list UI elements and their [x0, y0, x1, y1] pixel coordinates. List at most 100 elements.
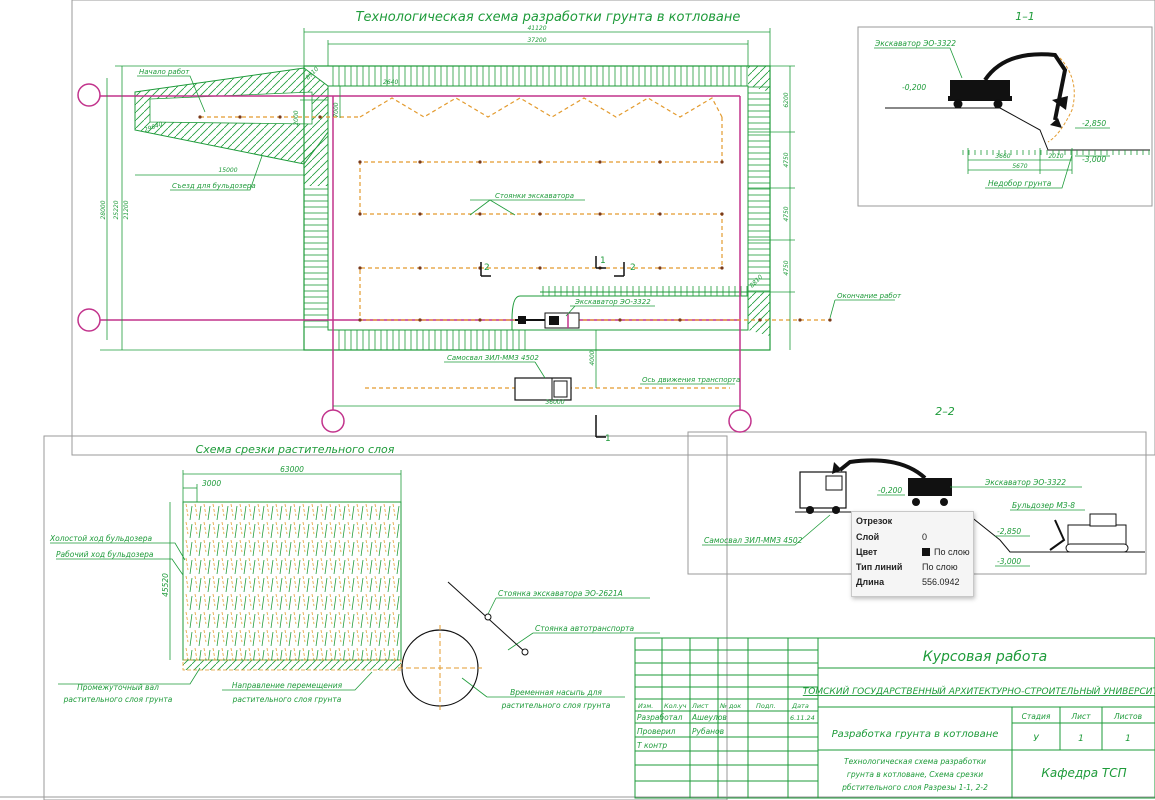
props-key-linetype: Тип линий — [856, 562, 903, 572]
props-value-linetype: По слою — [922, 562, 958, 572]
label-truck: Самосвал ЗИЛ-ММЗ 4502 — [447, 354, 539, 362]
tb-h-data: Дата — [791, 702, 809, 710]
dim-right2: 4750 — [783, 152, 790, 167]
dim-total-top: 41120 — [527, 25, 546, 32]
section-mark-1-bottom: 1 — [605, 434, 611, 444]
tb-stage: У — [1033, 734, 1039, 744]
label-end: Окончание работ — [837, 292, 902, 300]
topsoil-berm-2: растительного слоя грунта — [63, 695, 173, 704]
section-11-excavator: Экскаватор ЭО-3322 — [874, 39, 956, 48]
label-ramp: Съезд для бульдозера — [172, 182, 256, 190]
section-22-level-mid: -2,850 — [997, 527, 1021, 536]
dim-slope1: 7000 — [333, 102, 340, 117]
tb-h-podp: Подп. — [756, 702, 776, 710]
dim-right3: 4750 — [783, 206, 790, 221]
section-11-dim-c: 5670 — [1012, 163, 1027, 170]
topsoil-idle: Холостой ход бульдозера — [49, 534, 152, 543]
bulldozer-22-icon — [1049, 513, 1129, 553]
topsoil-strip: 3000 — [202, 479, 221, 488]
tb-row1-date: 6.11.24 — [790, 714, 815, 722]
dim-ramp: 15000 — [218, 167, 237, 174]
section-2-2: 2–2 Экскаватор ЭО-33 — [702, 405, 1145, 567]
topsoil-title: Схема срезки растительного слоя — [196, 443, 395, 456]
tb-h-kol: Кол.уч — [664, 702, 687, 710]
section-22-level-bot: -3,000 — [997, 557, 1021, 566]
section-22-truck: Самосвал ЗИЛ-ММЗ 4502 — [704, 536, 803, 545]
tb-desc-1: Технологическая схема разработки — [844, 757, 986, 766]
dim-right4: 4750 — [783, 260, 790, 275]
section-mark-1-top: 1 — [600, 256, 606, 266]
tb-sheet: 1 — [1078, 734, 1084, 744]
label-excavator: Экскаватор ЭО-3322 — [574, 298, 651, 306]
dim-slope2: 2000 — [293, 110, 300, 125]
section-11-level-bot: -3,000 — [1082, 155, 1106, 164]
section-1-1: 1–1 Экскаватор ЭО-3322 -0,200 -2,850 -3,… — [874, 10, 1150, 189]
label-start: Начало работ — [139, 68, 190, 76]
props-value-length: 556.0942 — [922, 577, 960, 587]
tb-row2-name: Рубанов — [692, 727, 724, 736]
section-11-undercut: Недобор грунта — [988, 179, 1052, 188]
tb-work-title: Разработка грунта в котловане — [832, 728, 999, 740]
section-11-dim-a: 3660 — [995, 153, 1010, 160]
dim-left-total: 28000 — [100, 200, 107, 219]
tb-row1-name: Ашеулов — [691, 713, 727, 722]
excavation-plan: 41120 37200 15000 36000 2640 28000 25220… — [77, 25, 902, 444]
section-22-excavator: Экскаватор ЭО-3322 — [984, 478, 1066, 487]
props-value-color: По слою — [934, 547, 970, 557]
topsoil-park-truck: Стоянка автотранспорта — [535, 624, 634, 633]
label-parking: Стоянки экскаватора — [495, 192, 574, 200]
topsoil-berm-1: Промежуточный вал — [77, 683, 159, 692]
tb-sheets-h: Листов — [1113, 712, 1142, 721]
tb-desc-2: грунта в котловане, Схема срезки — [847, 770, 983, 779]
dim-slope3: 2640 — [383, 79, 398, 86]
section-11-dim-b: 2010 — [1048, 153, 1063, 160]
tb-h-list: Лист — [691, 702, 709, 710]
tb-sheets: 1 — [1125, 734, 1131, 744]
dim-left-inner2: 21200 — [123, 200, 130, 219]
dim-right1: 6200 — [783, 92, 790, 107]
section-22-level-top: -0,200 — [878, 486, 902, 495]
section-11-title: 1–1 — [1015, 10, 1035, 23]
label-axis: Ось движения транспорта — [642, 376, 740, 384]
properties-panel: Отрезок Слой 0 Цвет По слою Тип линий По сл… — [851, 511, 974, 597]
props-key-color: Цвет — [856, 547, 878, 557]
topsoil-dir-2: растительного слоя грунта — [232, 695, 342, 704]
section-11-level-mid: -2,850 — [1082, 119, 1106, 128]
topsoil-temp-2: растительного слоя грунта — [501, 701, 611, 710]
dim-inner-top: 37200 — [527, 37, 546, 44]
tb-h-izm: Изм. — [638, 702, 653, 710]
section-mark-2-left: 2 — [484, 263, 490, 273]
truck-plan-icon — [514, 377, 572, 401]
props-key-length: Длина — [856, 577, 885, 587]
truck-22-icon — [799, 471, 847, 514]
topsoil-scheme: Схема срезки растительного слоя 63000 30… — [49, 443, 660, 711]
tb-desc-3: рбстительного слоя Разрезы 1-1, 2-2 — [841, 783, 988, 792]
topsoil-temp-1: Временная насыпь для — [510, 688, 602, 697]
tb-university: ТОМСКИЙ ГОСУДАРСТВЕННЫЙ АРХИТЕКТУРНО-СТР… — [803, 685, 1155, 697]
excavator-plan-icon — [515, 312, 580, 329]
dim-bottom: 36000 — [545, 399, 564, 406]
topsoil-park-exc: Стоянка экскаватора ЭО-2621А — [498, 589, 623, 598]
props-title: Отрезок — [856, 516, 893, 526]
title-block: Курсовая работа ТОМСКИЙ ГОСУДАРСТВЕННЫЙ … — [634, 637, 1155, 799]
tb-sheet-h: Лист — [1070, 712, 1091, 721]
excavator-22-icon — [832, 458, 952, 506]
dim-left-inner1: 25220 — [113, 200, 120, 219]
section-11-level-top: -0,200 — [902, 83, 926, 92]
tb-h-ndok: № док — [719, 702, 741, 710]
tb-row3-role: Т контр — [637, 741, 667, 750]
section-mark-2-right: 2 — [630, 263, 636, 273]
tb-stage-h: Стадия — [1022, 712, 1051, 721]
tb-dept: Кафедра ТСП — [1041, 766, 1126, 780]
main-title: Технологическая схема разработки грунта … — [356, 10, 741, 25]
topsoil-work: Рабочий ход бульдозера — [56, 550, 154, 559]
tb-row2-role: Проверил — [637, 727, 676, 736]
topsoil-height: 45520 — [161, 573, 170, 597]
props-value-layer: 0 — [922, 532, 928, 542]
props-key-layer: Слой — [856, 532, 880, 542]
dim-truck-gap: 4000 — [589, 350, 596, 365]
tb-course: Курсовая работа — [923, 649, 1047, 665]
